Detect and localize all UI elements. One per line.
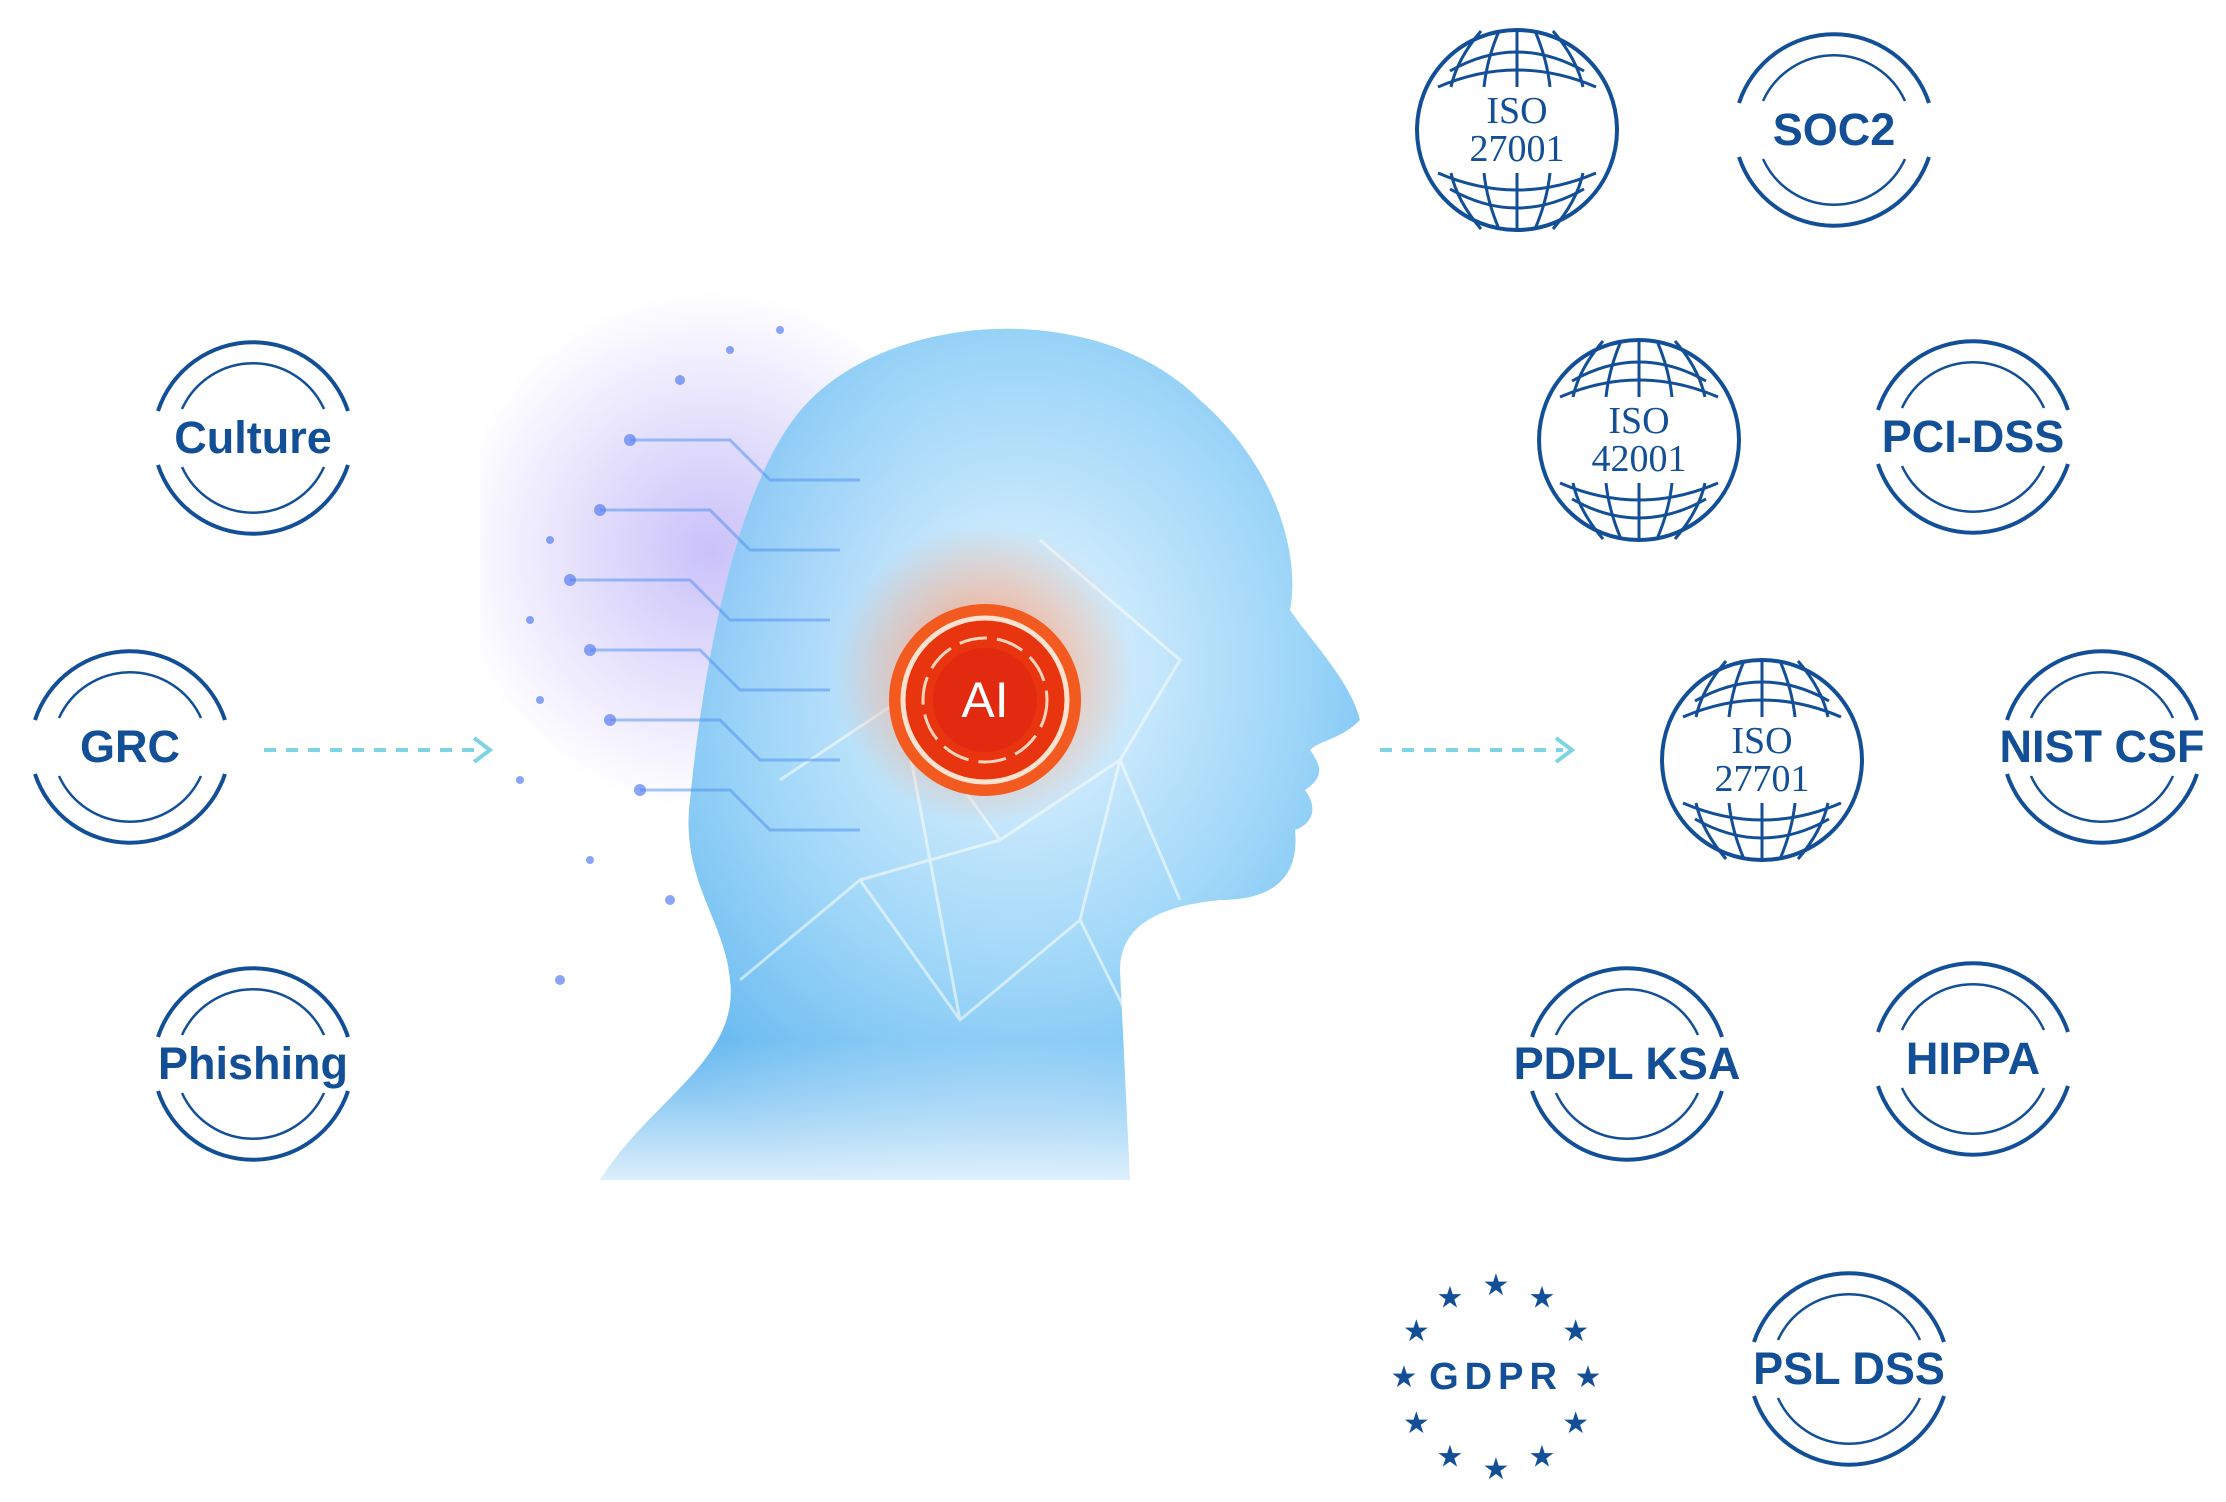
badge-ring-icon (156, 966, 350, 1162)
star-icon: ★ (1403, 1314, 1430, 1349)
framework-label-line1: ISO (1486, 90, 1548, 132)
badge-ring-icon (156, 340, 350, 536)
ai-core-label: AI (961, 672, 1009, 728)
framework-label-hippa: HIPPA (1905, 1033, 2041, 1084)
input-label-grc: GRC (80, 721, 180, 772)
badge-ring-icon (1752, 1271, 1946, 1467)
framework-badge-iso42001: ISO 42001 (1532, 333, 1746, 547)
framework-label-soc2: SOC2 (1772, 104, 1896, 155)
badge-ring-icon (33, 649, 227, 845)
framework-label-line1: ISO (1608, 400, 1670, 442)
framework-badge-pcidss: PCI-DSS (1866, 330, 2080, 544)
globe-icon (1660, 658, 1864, 862)
star-icon: ★ (1529, 1280, 1556, 1315)
badge-ring-icon (2005, 649, 2199, 845)
framework-label-line2: 27701 (1714, 758, 1810, 800)
globe-icon (1415, 28, 1619, 232)
star-icon: ★ (1562, 1314, 1589, 1349)
star-icon: ★ (1575, 1360, 1602, 1395)
input-arrow (264, 736, 494, 764)
badge-ring-icon (1530, 966, 1724, 1162)
star-icon: ★ (1483, 1452, 1510, 1487)
badge-ring-icon (1737, 32, 1931, 228)
framework-label-line2: 27001 (1469, 128, 1565, 170)
star-icon: ★ (1483, 1268, 1510, 1303)
star-icon: ★ (1529, 1440, 1556, 1475)
input-label-culture: Culture (174, 412, 332, 463)
star-icon: ★ (1403, 1406, 1430, 1441)
badge-ring-icon (1876, 339, 2070, 535)
framework-badge-nistcsf: NIST CSF (1995, 640, 2209, 854)
badge-ring-icon (1876, 961, 2070, 1157)
star-icon: ★ (1391, 1360, 1418, 1395)
framework-label-pcidss: PCI-DSS (1881, 411, 2065, 462)
framework-badge-iso27701: ISO 27701 (1655, 653, 1869, 867)
ai-core-ring-icon (889, 604, 1081, 796)
ai-core: AI (885, 600, 1085, 800)
globe-icon (1537, 338, 1741, 542)
framework-badge-psldss: PSL DSS (1742, 1262, 1956, 1476)
framework-label-line1: ISO (1731, 720, 1793, 762)
framework-badge-soc2: SOC2 (1727, 23, 1941, 237)
star-icon: ★ (1437, 1440, 1464, 1475)
star-icon: ★ (1437, 1280, 1464, 1315)
output-arrow (1380, 736, 1576, 764)
framework-label-line2: 42001 (1591, 438, 1687, 480)
framework-label-pdplksa: PDPL KSA (1513, 1038, 1741, 1089)
input-badge-grc: GRC (23, 640, 237, 854)
framework-label-nistcsf: NIST CSF (1999, 721, 2205, 772)
input-label-phishing: Phishing (158, 1038, 348, 1089)
input-badge-phishing: Phishing (146, 957, 360, 1171)
framework-badge-iso27001: ISO 27001 (1410, 23, 1624, 237)
star-icon: ★ (1562, 1406, 1589, 1441)
framework-badge-hippa: HIPPA (1866, 952, 2080, 1166)
framework-badge-pdplksa: PDPL KSA (1514, 957, 1740, 1171)
framework-badge-gdpr: ★★★★★★★★★★★★ GDPR (1389, 1268, 1603, 1487)
eu-stars-icon: ★★★★★★★★★★★★ (1391, 1268, 1602, 1487)
framework-label-gdpr: GDPR (1429, 1355, 1563, 1398)
input-badge-culture: Culture (146, 331, 360, 545)
framework-label-psldss: PSL DSS (1753, 1343, 1945, 1394)
